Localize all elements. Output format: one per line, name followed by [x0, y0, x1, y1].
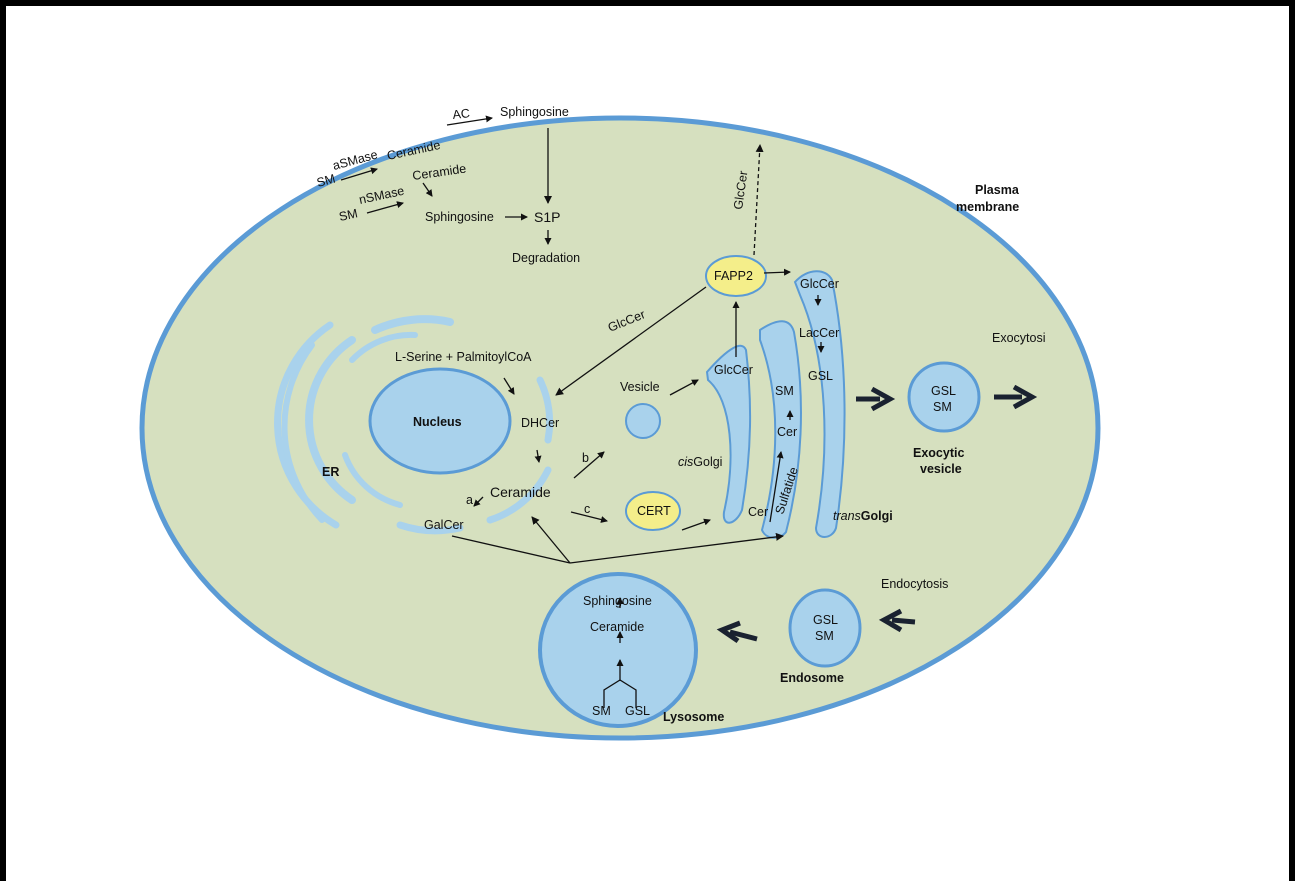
gsl-golgi-label: GSL — [808, 369, 833, 383]
exocytic-gsl-label: GSL — [931, 384, 956, 398]
exocytosis-label: Exocytosi — [992, 331, 1046, 345]
cis-golgi-prefix: cis — [678, 455, 693, 469]
lysosome-sm-label: SM — [592, 704, 611, 718]
lysosome — [538, 572, 698, 728]
degradation-label: Degradation — [512, 251, 580, 265]
plasma-membrane — [139, 115, 1101, 741]
ceramide-label-er: Ceramide — [490, 484, 551, 500]
nucleus — [368, 367, 512, 475]
trans-golgi-cisterna — [793, 270, 846, 538]
endoplasmic-reticulum — [274, 315, 554, 535]
cert-protein — [625, 491, 681, 531]
pathway-a-label: a — [466, 493, 473, 507]
plasma-membrane-label-1: Plasma — [975, 183, 1020, 197]
exocytic-sm-label: SM — [933, 400, 952, 414]
endosome-sm-label: SM — [815, 629, 834, 643]
galcer-label: GalCer — [424, 518, 464, 532]
cis-golgi-label: cisGolgi — [678, 455, 722, 469]
pathway-c-label: c — [584, 502, 590, 516]
endosome-gsl-label: GSL — [813, 613, 838, 627]
nucleus-label: Nucleus — [413, 415, 462, 429]
vesicle-label: Vesicle — [620, 380, 660, 394]
golgi-sm-label: SM — [775, 384, 794, 398]
sphingosine-label-2: Sphingosine — [425, 210, 494, 224]
cis-golgi-suffix: Golgi — [693, 455, 722, 469]
exocytic-label-2: vesicle — [920, 462, 962, 476]
lysosome-gsl-label: GSL — [625, 704, 650, 718]
serine-palmitoylcoa-label: L-Serine + PalmitoylCoA — [395, 350, 532, 364]
pathway-b-label: b — [582, 451, 589, 465]
endocytosis-label: Endocytosis — [881, 577, 948, 591]
trafficking-arrows — [716, 384, 1038, 644]
lysosome-sphingosine-label: Sphingosine — [583, 594, 652, 608]
golgi-cer-label: Cer — [777, 425, 797, 439]
cert-label: CERT — [637, 504, 671, 518]
glccer-fapp2-label: GlcCer — [714, 363, 753, 377]
pathway-arrows — [340, 115, 825, 708]
lysosome-ceramide-label: Ceramide — [590, 620, 644, 634]
trans-glccer-label: GlcCer — [800, 277, 839, 291]
medial-golgi-cisterna — [759, 320, 802, 539]
cer-in-label: Cer — [748, 505, 768, 519]
trans-golgi-suffix: Golgi — [861, 509, 893, 523]
ac-label: AC — [452, 106, 471, 122]
exocytic-vesicle — [907, 361, 981, 433]
sphingosine-label-1: Sphingosine — [500, 105, 569, 119]
er-label: ER — [322, 465, 339, 479]
lysosome-label: Lysosome — [663, 710, 724, 724]
endosome — [788, 588, 862, 668]
cis-golgi-cisterna — [705, 344, 752, 524]
trans-golgi-label: transGolgi — [833, 509, 893, 523]
fapp2-protein — [705, 255, 767, 297]
fapp2-label: FAPP2 — [714, 269, 753, 283]
trans-golgi-prefix: trans — [833, 509, 861, 523]
glccer-to-membrane-arrow — [753, 144, 764, 256]
glccer-to-pm-label: GlcCer — [731, 170, 750, 210]
dhcer-label: DHCer — [521, 416, 559, 430]
sm-label-2: SM — [338, 206, 359, 224]
endosome-label: Endosome — [780, 671, 844, 685]
transport-vesicle — [625, 403, 661, 439]
laccer-label: LacCer — [799, 326, 839, 340]
s1p-label: S1P — [534, 209, 560, 225]
sm-label-1: SM — [315, 172, 337, 190]
plasma-membrane-label-2: membrane — [956, 200, 1019, 214]
exocytic-label-1: Exocytic — [913, 446, 964, 460]
